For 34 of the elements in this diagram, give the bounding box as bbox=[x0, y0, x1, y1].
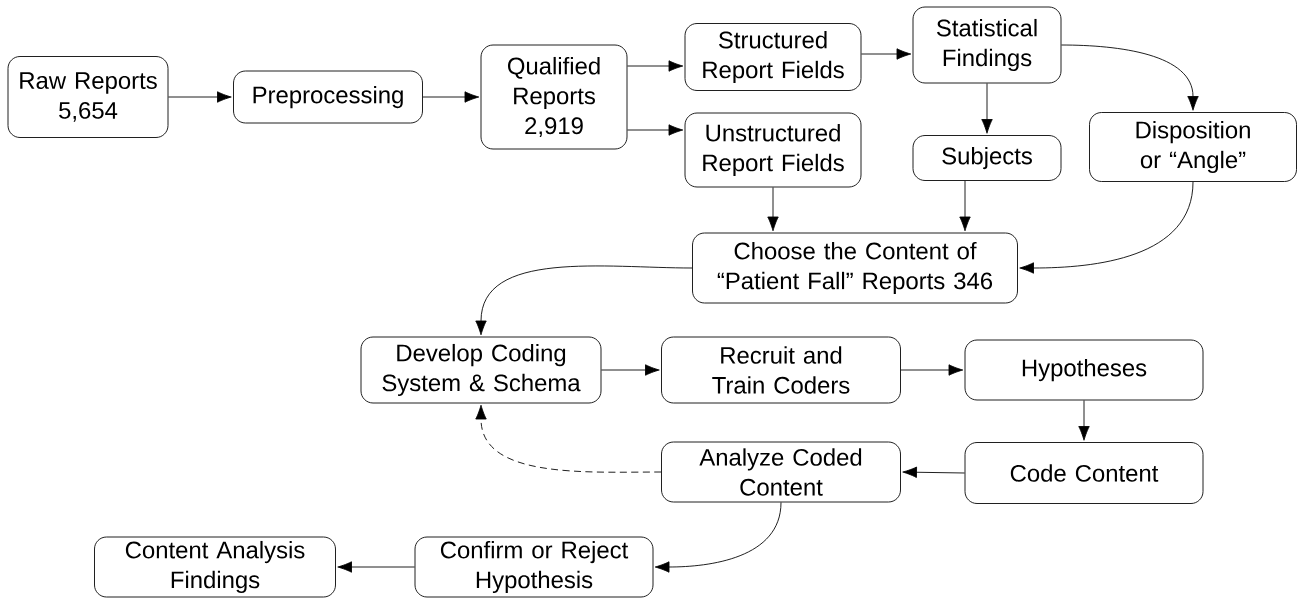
arrow bbox=[1061, 44, 1199, 111]
process-box: Structured Report Fields bbox=[684, 23, 862, 91]
process-box: Preprocessing bbox=[233, 70, 423, 124]
arrow bbox=[422, 91, 480, 103]
process-box: Confirm or Reject Hypothesis bbox=[414, 536, 654, 598]
process-box: Code Content bbox=[964, 442, 1204, 504]
arrow bbox=[861, 48, 912, 60]
arrow bbox=[475, 404, 662, 473]
process-box: Analyze Coded Content bbox=[661, 441, 901, 503]
process-box: Qualified Reports 2,919 bbox=[480, 44, 628, 150]
process-box: Disposition or “Angle” bbox=[1089, 112, 1297, 182]
arrow bbox=[981, 83, 993, 134]
process-box: Hypotheses bbox=[964, 339, 1204, 401]
arrow bbox=[654, 502, 782, 573]
arrow bbox=[337, 561, 415, 573]
process-box: Unstructured Report Fields bbox=[684, 112, 862, 188]
process-box: Content Analysis Findings bbox=[94, 536, 336, 598]
arrow bbox=[601, 364, 660, 376]
arrow bbox=[475, 265, 693, 336]
process-box: Recruit and Train Coders bbox=[661, 336, 901, 404]
arrow bbox=[1078, 400, 1090, 441]
arrow bbox=[1019, 181, 1194, 274]
process-box: Develop Coding System & Schema bbox=[360, 336, 602, 404]
arrow bbox=[627, 124, 684, 136]
process-box: Subjects bbox=[912, 135, 1062, 181]
arrow bbox=[959, 180, 971, 232]
process-box: Choose the Content of “Patient Fall” Reports 346 bbox=[692, 232, 1018, 304]
process-box: Statistical Findings bbox=[912, 6, 1062, 84]
process-box: Raw Reports 5,654 bbox=[7, 56, 169, 138]
arrow bbox=[902, 466, 965, 478]
arrow bbox=[767, 187, 779, 232]
arrow bbox=[900, 364, 964, 376]
arrow bbox=[168, 91, 232, 103]
arrow bbox=[627, 60, 684, 72]
